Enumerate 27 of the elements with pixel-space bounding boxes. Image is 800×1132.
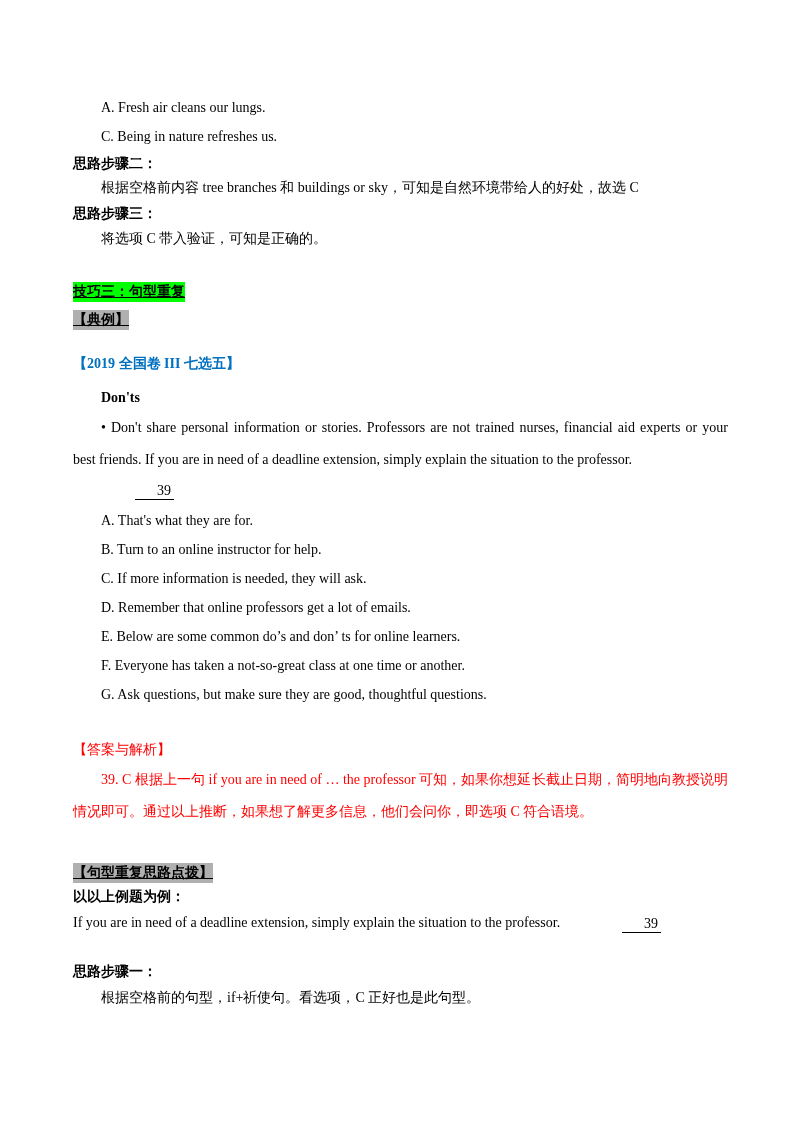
option-text: G. Ask questions, but make sure they are good, thoughtful questions. bbox=[101, 686, 487, 704]
option-text: E. Below are some common do’s and don’ ts for online learners. bbox=[101, 628, 461, 646]
option-text: F. Everyone has taken a not-so-great class at one time or another. bbox=[101, 657, 465, 675]
option-text: C. Being in nature refreshes us. bbox=[101, 128, 278, 146]
option-text: D. Remember that online professors get a lot of emails. bbox=[101, 599, 411, 617]
answer-explanation: 39. C 根据上一句 if you are in need of … the professor 可知，如果你想延长截止日期，简明地向教授说明情况即可。通过以上推断，如果想了解更多信息，他们会问你，即选项 C 符合语境。 bbox=[73, 771, 728, 821]
example-heading: 以以上例题为例： bbox=[73, 888, 185, 906]
option-text: B. Turn to an online instructor for help. bbox=[101, 541, 322, 559]
exam-source-heading: 【2019 全国卷 III 七选五】 bbox=[73, 355, 240, 373]
answer-heading: 【答案与解析】 bbox=[73, 741, 171, 759]
step-heading: 思路步骤三： bbox=[73, 205, 157, 223]
option-text: A. Fresh air cleans our lungs. bbox=[101, 99, 266, 117]
passage-paragraph: • Don't share personal information or stories. Professors are not trained nurses, financial aid experts or your best friends. If you are in need of a deadline extension, simply explain the situation to the professor. bbox=[73, 419, 728, 469]
answer-blank: 39 bbox=[622, 916, 661, 933]
passage-heading: Don'ts bbox=[101, 389, 140, 407]
explanation-text: 根据空格前的句型，if+祈使句。看选项，C 正好也是此句型。 bbox=[101, 989, 481, 1007]
explanation-text: 将选项 C 带入验证，可知是正确的。 bbox=[101, 230, 328, 248]
option-text: C. If more information is needed, they will ask. bbox=[101, 570, 367, 588]
explanation-text: 根据空格前内容 tree branches 和 buildings or sky，可知是自然环境带给人的好处，故选 C bbox=[101, 179, 639, 197]
example-sentence: If you are in need of a deadline extension, simply explain the situation to the professor. bbox=[73, 914, 561, 932]
answer-blank: 39 bbox=[135, 483, 174, 500]
option-text: A. That's what they are for. bbox=[101, 512, 253, 530]
highlighted-heading: 技巧三：句型重复 bbox=[73, 282, 185, 302]
section-heading: 【句型重复思路点拨】 bbox=[73, 863, 213, 883]
step-heading: 思路步骤一： bbox=[73, 963, 157, 981]
section-heading: 【典例】 bbox=[73, 310, 129, 330]
step-heading: 思路步骤二： bbox=[73, 155, 157, 173]
